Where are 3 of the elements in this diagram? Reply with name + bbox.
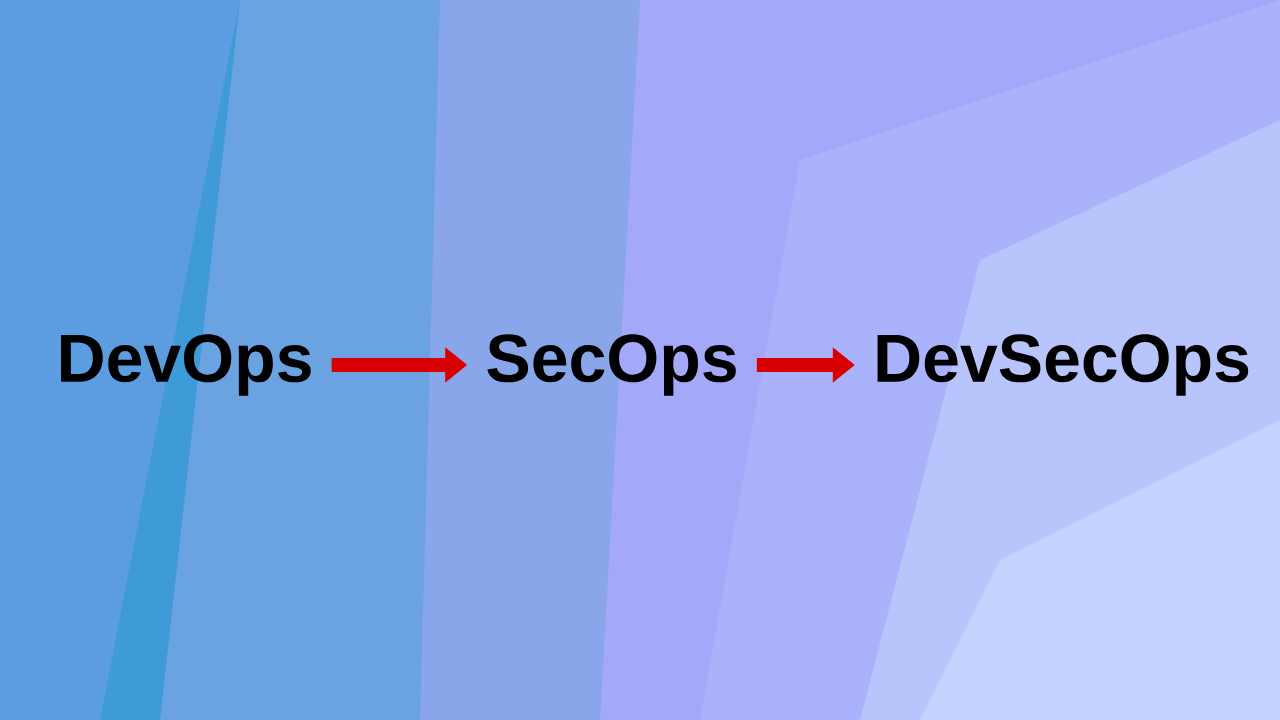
process-label: DevOps <box>61 334 311 396</box>
process-label: DevSecOps <box>877 334 1249 396</box>
process-label: SecOps <box>487 334 736 396</box>
